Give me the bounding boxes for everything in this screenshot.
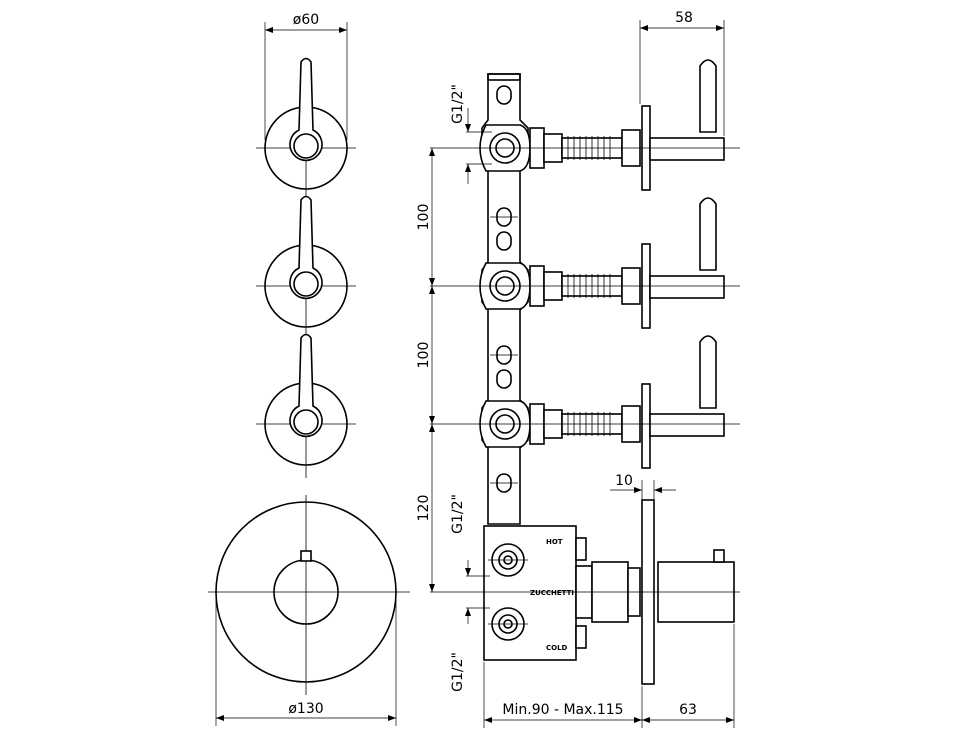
valve-1 bbox=[430, 59, 740, 191]
mixer-body: HOT ZUCCHETTI COLD bbox=[430, 499, 740, 685]
dim-plate-thickness: 10 bbox=[610, 473, 676, 500]
rosette-front-1 bbox=[256, 57, 356, 200]
dim-plate-diameter: ø130 bbox=[215, 600, 397, 726]
rosette-front-2 bbox=[256, 195, 356, 338]
front-view-rosettes: ø60 ø130 bbox=[208, 12, 410, 726]
dim-lever-projection-label: 58 bbox=[675, 10, 693, 26]
thread-callout-middle: G1/2" bbox=[450, 494, 490, 624]
label-brand: ZUCCHETTI bbox=[530, 589, 574, 597]
thread-middle-label: G1/2" bbox=[450, 494, 466, 534]
dim-handle-projection-label: 63 bbox=[679, 702, 697, 718]
dim-plate-thickness-label: 10 bbox=[615, 473, 633, 489]
thread-bottom-label: G1/2" bbox=[450, 652, 466, 692]
dim-spacing-upper-label: 100 bbox=[416, 204, 432, 231]
thread-callout-bottom: G1/2" bbox=[450, 652, 466, 692]
dim-rosette-diameter-label: ø60 bbox=[293, 12, 319, 28]
valve-3 bbox=[430, 335, 740, 469]
label-hot: HOT bbox=[546, 538, 563, 546]
dim-vertical-chain: 100 100 120 bbox=[416, 148, 435, 592]
dim-rosette-diameter: ø60 bbox=[264, 12, 348, 140]
rosette-front-3 bbox=[256, 333, 356, 478]
thread-top-label: G1/2" bbox=[450, 84, 466, 124]
dim-plate-diameter-label: ø130 bbox=[288, 701, 323, 717]
side-view: HOT ZUCCHETTI COLD 58 bbox=[416, 10, 740, 728]
dim-spacing-lower-label: 100 bbox=[416, 342, 432, 369]
dim-lever-projection: 58 bbox=[639, 10, 725, 136]
mixer-plate-front bbox=[208, 495, 410, 695]
valve-2 bbox=[430, 197, 740, 329]
dim-bottom: Min.90 - Max.115 63 bbox=[483, 624, 735, 728]
label-cold: COLD bbox=[546, 644, 568, 652]
dim-depth-range-label: Min.90 - Max.115 bbox=[502, 702, 623, 718]
dim-spacing-mixer-label: 120 bbox=[416, 495, 432, 522]
thread-callout-top: G1/2" bbox=[450, 84, 492, 184]
